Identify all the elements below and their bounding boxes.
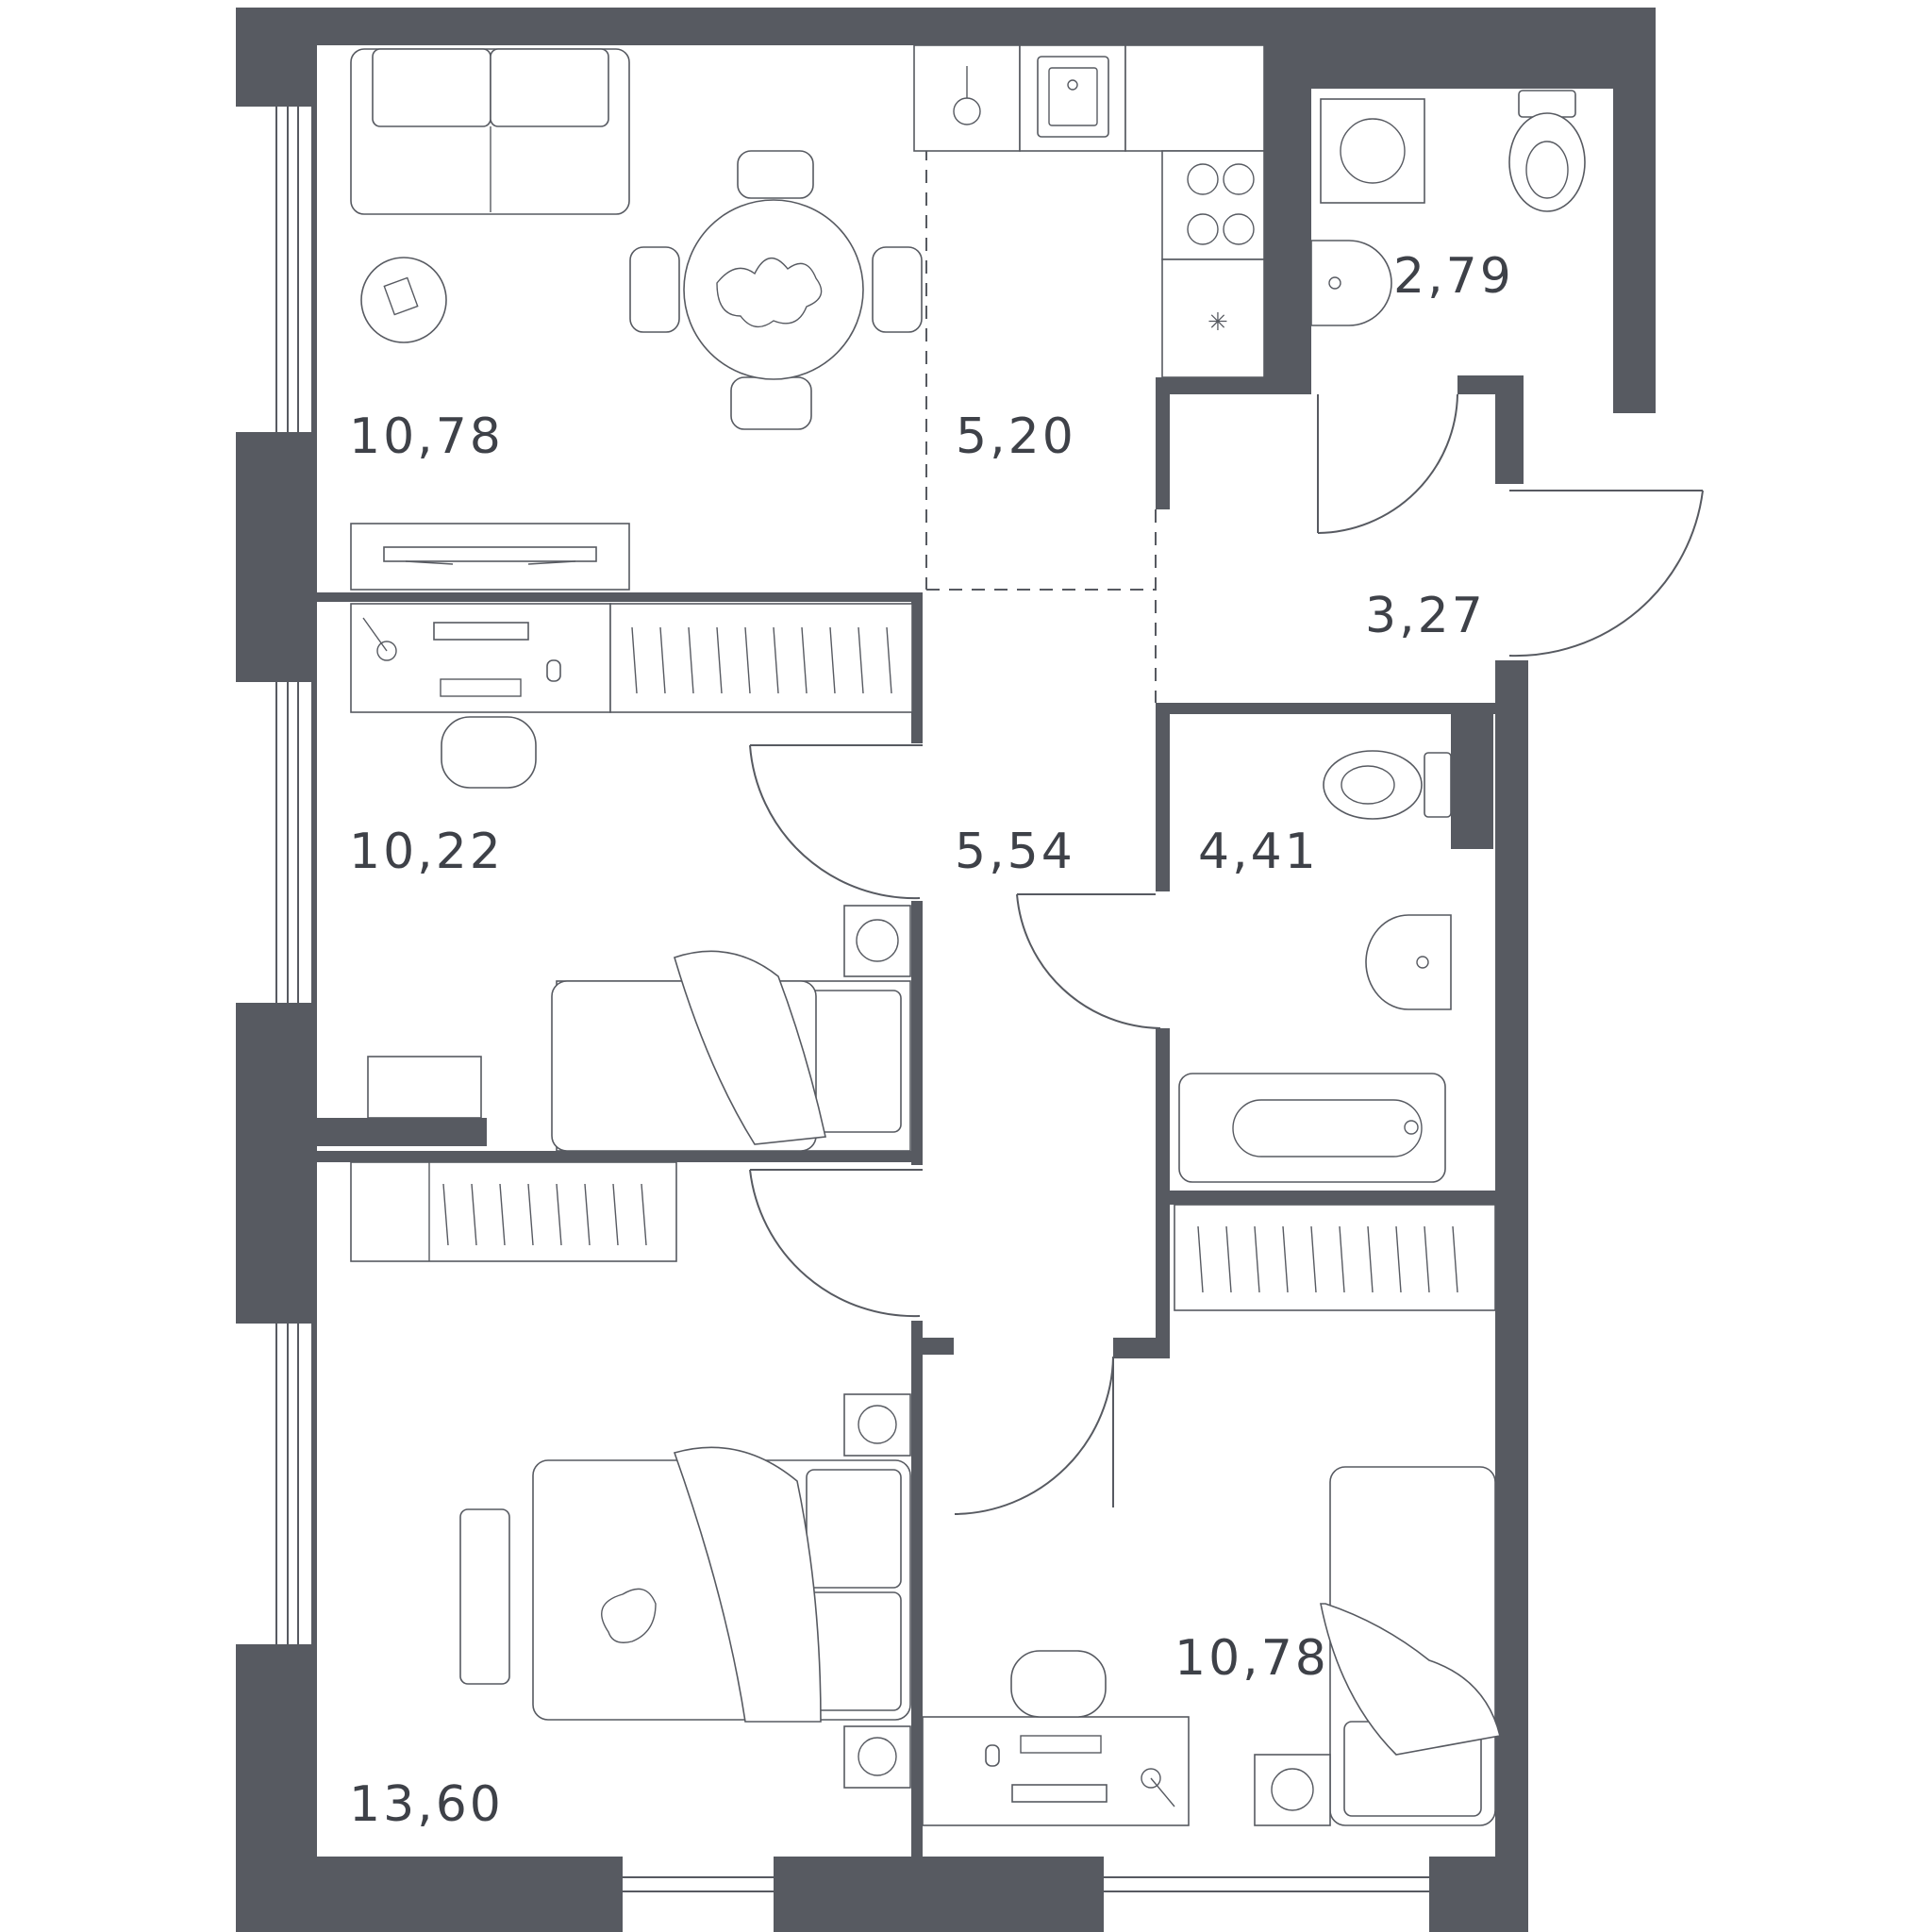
toilet-icon <box>1323 750 1452 820</box>
room-area-entrance-hall: 3,27 <box>1365 588 1486 644</box>
room-area-bedroom-bottom-right: 10,78 <box>1174 1630 1329 1687</box>
zone-boundaries <box>925 57 1157 703</box>
coffee-table-icon <box>360 257 447 343</box>
nightstand-icon <box>367 1056 482 1119</box>
room-area-bedroom-top: 10,22 <box>349 824 504 880</box>
svg-text:✳: ✳ <box>1208 308 1228 337</box>
wardrobe-icon <box>350 1161 677 1262</box>
windows <box>236 107 1429 1932</box>
faucet-icon <box>953 66 981 125</box>
room-area-bedroom-master: 13,60 <box>349 1776 504 1833</box>
desk-icon <box>922 1650 1190 1826</box>
door-swing-icon[interactable] <box>749 393 1704 1515</box>
sink-icon <box>1037 56 1109 138</box>
washing-machine-icon <box>1320 98 1425 204</box>
room-area-kitchen-living: 10,78 <box>349 408 504 465</box>
room-area-bathroom: 4,41 <box>1198 824 1319 880</box>
dining-table-icon <box>629 150 923 430</box>
area-labels: 10,78 5,20 2,79 3,27 10,22 5,54 4,41 10,… <box>349 248 1514 1833</box>
walls <box>236 8 1656 1932</box>
wardrobe-icon <box>609 603 913 713</box>
sink-icon <box>1310 240 1392 326</box>
sink-icon <box>1365 914 1452 1010</box>
rug-icon <box>459 1508 510 1685</box>
sofa-icon <box>350 48 630 215</box>
desk-icon <box>350 603 611 789</box>
wardrobe-icon <box>1174 1204 1496 1311</box>
room-area-wc-small: 2,79 <box>1393 248 1514 305</box>
bed-icon <box>1254 1466 1501 1826</box>
stove-icon: ✳ <box>1187 163 1255 337</box>
room-area-hallway: 5,54 <box>955 824 1075 880</box>
bed-icon <box>551 905 911 1152</box>
room-area-kitchen: 5,20 <box>956 408 1076 465</box>
tv-stand-icon <box>350 523 630 591</box>
toilet-icon <box>1508 90 1586 212</box>
bed-icon <box>532 1393 911 1789</box>
bathtub-icon <box>1178 1073 1446 1183</box>
